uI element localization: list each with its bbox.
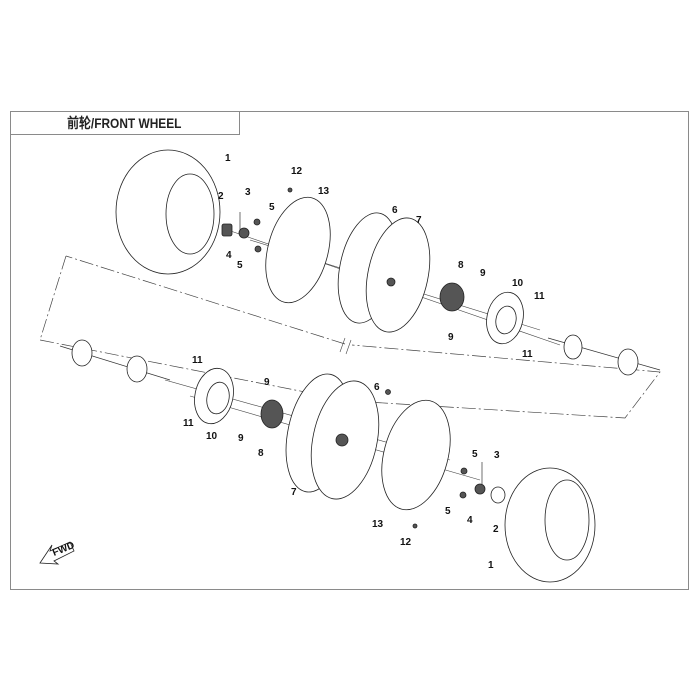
callout-label: 11 xyxy=(522,349,533,360)
callout-label: 9 xyxy=(448,332,454,343)
callout-label: 3 xyxy=(494,450,500,461)
callout-label: 4 xyxy=(467,515,473,526)
callout-label: 11 xyxy=(534,291,545,302)
callout-label: 12 xyxy=(400,537,412,548)
callout-label: 9 xyxy=(238,433,244,444)
callout-label: 12 xyxy=(291,166,303,177)
callout-label: 1 xyxy=(488,560,494,571)
top-hub-and-disc[interactable] xyxy=(439,282,528,347)
bot-small-parts[interactable] xyxy=(385,389,506,529)
callout-label: 11 xyxy=(183,418,194,429)
callout-label: 4 xyxy=(226,250,232,261)
callout-label: 5 xyxy=(472,449,478,460)
callout-labels: 1 2 3 4 5 5 6 7 8 9 9 10 11 11 12 13 11 … xyxy=(183,153,545,571)
bot-hub-and-disc[interactable] xyxy=(190,365,284,429)
callout-label: 13 xyxy=(318,186,330,197)
assembly-outline xyxy=(39,255,661,419)
callout-label: 2 xyxy=(218,191,224,202)
bot-beadlock-ring[interactable] xyxy=(371,393,462,518)
top-rim[interactable] xyxy=(329,207,439,338)
diagram-frame xyxy=(10,111,689,590)
top-tire[interactable] xyxy=(115,149,221,275)
top-small-parts[interactable] xyxy=(221,187,293,253)
callout-label: 1 xyxy=(225,153,231,164)
callout-label: 13 xyxy=(372,519,384,530)
callout-label: 5 xyxy=(237,260,243,271)
callout-label: 7 xyxy=(291,487,297,498)
callout-label: 7 xyxy=(416,215,422,226)
callout-label: 10 xyxy=(512,278,524,289)
callout-label: 2 xyxy=(493,524,499,535)
callout-label: 9 xyxy=(480,268,486,279)
bot-tire[interactable] xyxy=(504,467,596,583)
top-beadlock-ring[interactable] xyxy=(255,190,341,310)
page-title: 前轮/FRONT WHEEL xyxy=(67,114,182,131)
forward-direction-arrow: FWD xyxy=(39,540,76,565)
callout-label: 5 xyxy=(445,506,451,517)
bot-drive-shaft[interactable] xyxy=(59,339,171,383)
callout-label: 6 xyxy=(374,382,380,393)
callout-label: 8 xyxy=(258,448,264,459)
callout-label: 5 xyxy=(269,202,275,213)
callout-label: 9 xyxy=(264,377,270,388)
callout-label: 10 xyxy=(206,431,218,442)
callout-label: 11 xyxy=(192,355,203,366)
title-box: 前轮/FRONT WHEEL xyxy=(10,111,240,135)
top-drive-shaft[interactable] xyxy=(547,334,661,376)
bot-rim[interactable] xyxy=(276,368,389,505)
callout-label: 6 xyxy=(392,205,398,216)
callout-label: 8 xyxy=(458,260,464,271)
callout-label: 3 xyxy=(245,187,251,198)
